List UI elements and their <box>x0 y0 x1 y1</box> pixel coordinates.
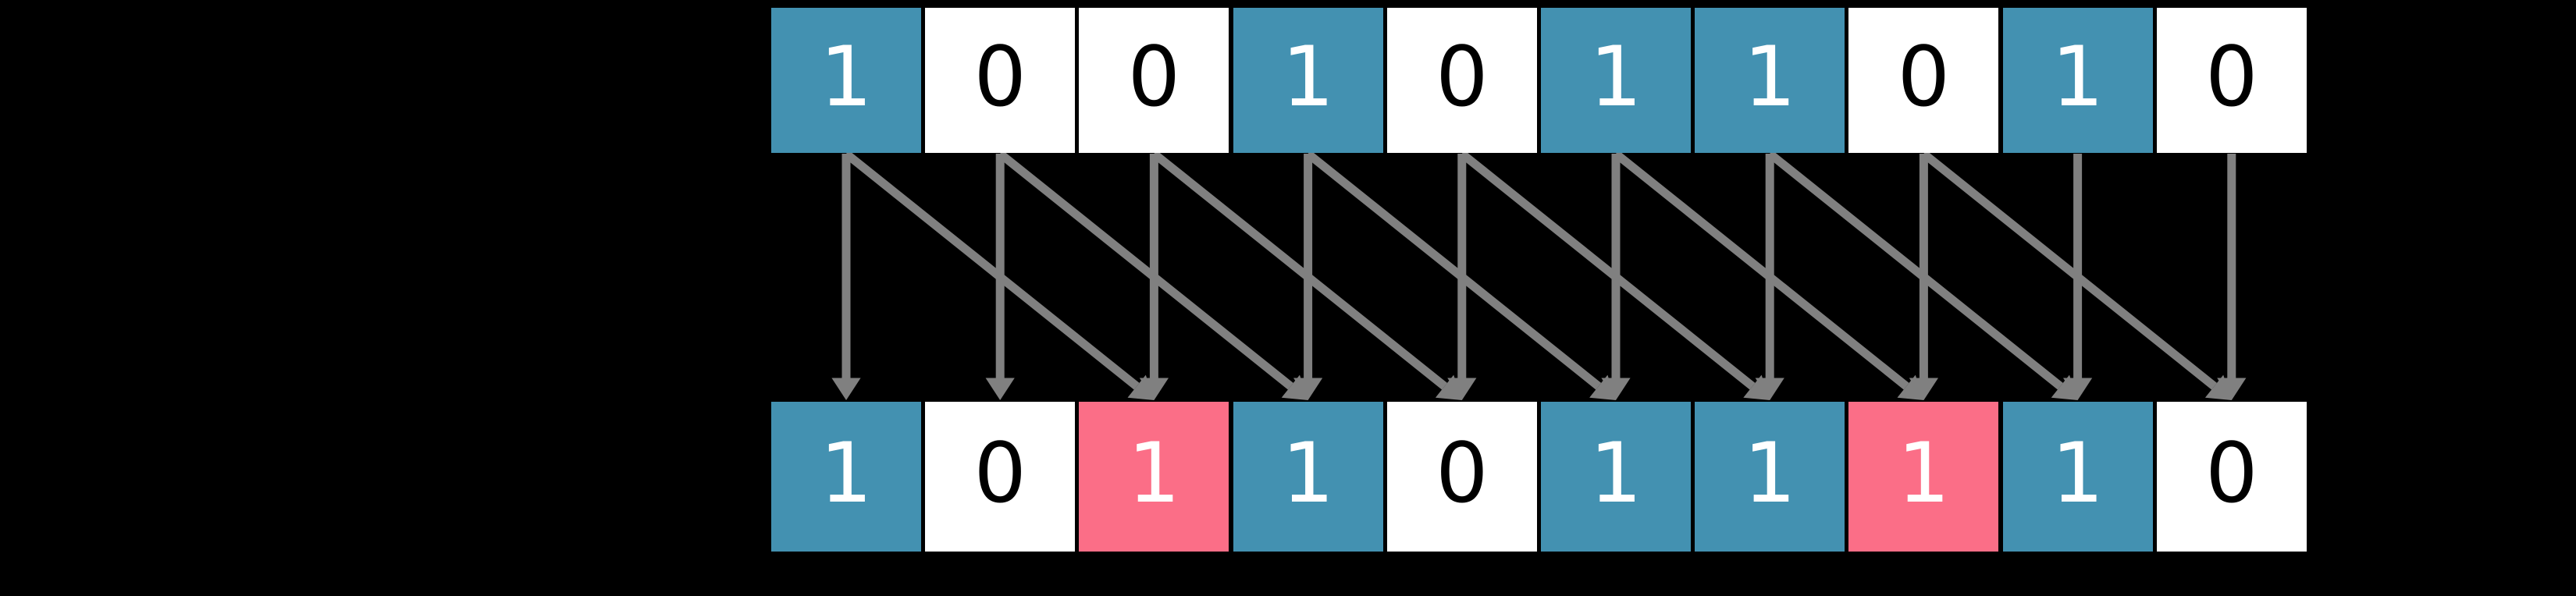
top-row-cell-1-value: 0 <box>973 29 1026 125</box>
arrow-vertical-1-to-1 <box>985 154 1015 400</box>
bottom-row-cell-6-value: 1 <box>1743 425 1796 521</box>
top-row: 1 0 0 1 0 1 1 0 1 0 <box>771 8 2307 153</box>
bottom-row-cell-2[interactable]: 1 <box>1079 402 1229 552</box>
top-row-cell-3[interactable]: 1 <box>1233 8 1383 153</box>
bottom-row-cell-6[interactable]: 1 <box>1695 402 1845 552</box>
bottom-row-cell-0-value: 1 <box>820 425 873 521</box>
arrow-vertical-2-to-2 <box>1139 154 1169 400</box>
top-row-cell-4[interactable]: 0 <box>1386 8 1537 153</box>
bottom-row-cell-5-value: 1 <box>1589 425 1642 521</box>
arrow-vertical-3-to-3 <box>1293 154 1323 400</box>
arrow-vertical-0-to-0 <box>831 154 861 400</box>
bottom-row-cell-2-value: 1 <box>1127 425 1181 521</box>
arrow-diagonal-5-to-7 <box>1613 150 1924 400</box>
arrow-diagonal-4-to-6 <box>1459 150 1770 400</box>
bottom-row-cell-8-value: 1 <box>2051 425 2105 521</box>
top-row-cell-8[interactable]: 1 <box>2002 8 2153 153</box>
top-row-cell-3-value: 1 <box>1281 29 1335 125</box>
bottom-row-cell-1-value: 0 <box>973 425 1026 521</box>
top-row-cell-4-value: 0 <box>1436 29 1489 125</box>
arrow-vertical-9-to-9 <box>2217 154 2247 400</box>
top-row-cell-0-value: 1 <box>820 29 873 125</box>
bottom-row: 1 0 1 1 0 1 1 1 1 0 <box>771 402 2307 552</box>
top-row-cell-2[interactable]: 0 <box>1079 8 1229 153</box>
top-row-cell-8-value: 1 <box>2051 29 2105 125</box>
bottom-row-cell-9-value: 0 <box>2205 425 2258 521</box>
top-row-cell-1[interactable]: 0 <box>925 8 1076 153</box>
top-row-cell-2-value: 0 <box>1127 29 1181 125</box>
bottom-row-cell-4-value: 0 <box>1436 425 1489 521</box>
top-row-cell-0[interactable]: 1 <box>771 8 921 153</box>
arrow-diagonal-3-to-5 <box>1305 150 1616 400</box>
bottom-row-cell-0[interactable]: 1 <box>771 402 921 552</box>
arrow-diagonal-6-to-8 <box>1767 150 2078 400</box>
top-row-cell-7[interactable]: 0 <box>1848 8 1999 153</box>
top-row-cell-7-value: 0 <box>1897 29 1951 125</box>
arrow-diagonal-7-to-9 <box>1920 150 2232 400</box>
arrow-diagonal-1-to-3 <box>997 150 1308 400</box>
bottom-row-cell-3-value: 1 <box>1281 425 1335 521</box>
bottom-row-cell-7-value: 1 <box>1897 425 1951 521</box>
top-row-cell-5-value: 1 <box>1589 29 1642 125</box>
bottom-row-cell-9[interactable]: 0 <box>2156 402 2307 552</box>
arrow-diagonal-2-to-4 <box>1151 150 1462 400</box>
arrow-vertical-7-to-7 <box>1909 154 1938 400</box>
arrow-vertical-8-to-8 <box>2063 154 2093 400</box>
top-row-cell-6-value: 1 <box>1743 29 1796 125</box>
top-row-cell-6[interactable]: 1 <box>1695 8 1845 153</box>
bottom-row-cell-7[interactable]: 1 <box>1848 402 1999 552</box>
arrow-vertical-4-to-4 <box>1447 154 1477 400</box>
bottom-row-cell-1[interactable]: 0 <box>925 402 1076 552</box>
bottom-row-cell-3[interactable]: 1 <box>1233 402 1383 552</box>
bottom-row-cell-8[interactable]: 1 <box>2002 402 2153 552</box>
arrow-diagonal-0-to-2 <box>843 150 1155 400</box>
bottom-row-cell-5[interactable]: 1 <box>1541 402 1691 552</box>
top-row-cell-9-value: 0 <box>2205 29 2258 125</box>
arrow-vertical-6-to-6 <box>1755 154 1784 400</box>
arrow-vertical-5-to-5 <box>1601 154 1631 400</box>
bottom-row-cell-4[interactable]: 0 <box>1386 402 1537 552</box>
top-row-cell-9[interactable]: 0 <box>2156 8 2307 153</box>
top-row-cell-5[interactable]: 1 <box>1541 8 1691 153</box>
